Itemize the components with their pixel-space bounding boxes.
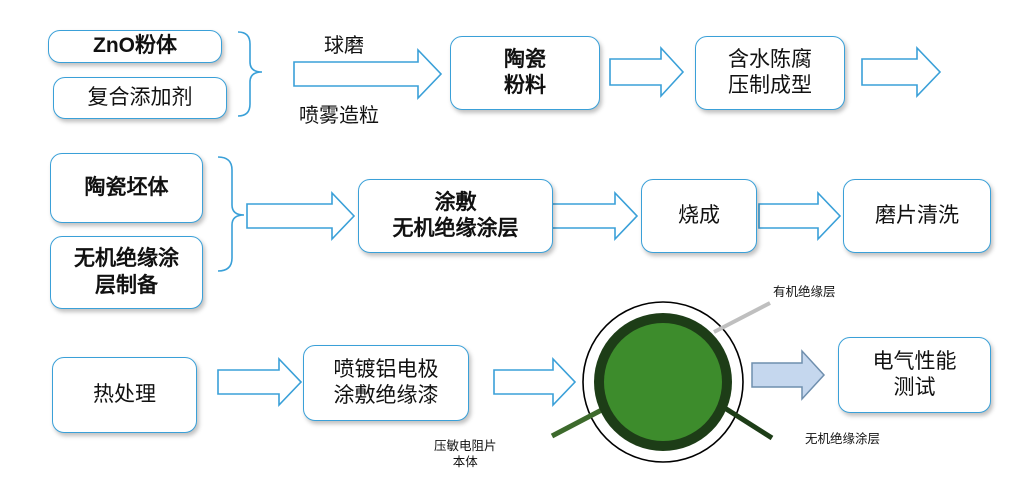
arrow-to-electrode	[217, 357, 303, 407]
heat-treatment-box: 热处理	[52, 357, 197, 433]
electrode-box: 喷镀铝电极 涂敷绝缘漆	[303, 345, 469, 421]
green-body-box: 陶瓷坯体	[50, 153, 203, 223]
varistor-body-label: 压敏电阻片 本体	[434, 439, 497, 469]
arrow-to-coating	[246, 191, 356, 241]
varistor-body	[604, 323, 722, 441]
ceramic-powder-box: 陶瓷 粉料	[450, 36, 600, 110]
arrow-to-grind	[758, 191, 842, 241]
leader-organic	[713, 301, 771, 334]
coating-prep-box: 无机绝缘涂 层制备	[50, 236, 203, 309]
inorganic-coating-label: 无机绝缘涂层	[805, 432, 881, 446]
arrow-row1-end	[861, 46, 942, 98]
arrow-to-forming	[609, 45, 685, 99]
arrow-to-disc	[493, 357, 577, 407]
arrow-ballmill	[293, 48, 443, 100]
forming-box: 含水陈腐 压制成型	[695, 36, 845, 110]
arrow-to-sinter	[551, 191, 639, 241]
electrical-test-box: 电气性能 测试	[838, 337, 991, 413]
spray-granulation-label: 喷雾造粒	[299, 105, 379, 127]
grind-clean-box: 磨片清洗	[843, 179, 991, 253]
sinter-box: 烧成	[641, 179, 757, 253]
organic-layer-label: 有机绝缘层	[773, 285, 836, 299]
additive-box: 复合添加剂	[53, 77, 227, 119]
zno-powder-box: ZnO粉体	[48, 30, 222, 63]
ballmill-label: 球磨	[324, 35, 364, 57]
brace-row2	[217, 156, 245, 272]
brace-row1	[237, 31, 263, 117]
lead-wire-right	[718, 402, 774, 441]
arrow-to-test	[751, 349, 826, 401]
coating-apply-box: 涂敷 无机绝缘涂层	[358, 179, 553, 253]
